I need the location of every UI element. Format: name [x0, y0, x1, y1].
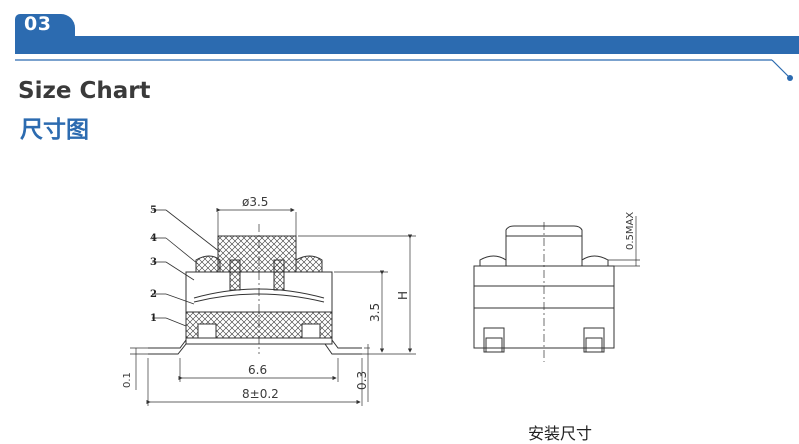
page-title-en: Size Chart [18, 78, 151, 104]
dim-6-6: 6.6 [248, 363, 267, 377]
front-view [473, 216, 640, 362]
dim-top-diameter: ø3.5 [242, 195, 268, 209]
callout-2: 2 [150, 289, 157, 300]
dim-h: H [396, 291, 410, 300]
technical-drawing: 5 4 3 2 1 ø3.5 H 3.5 6.6 8±0.2 0.3 0.1 [122, 195, 640, 406]
dim-tolerance: 0.1 [122, 372, 133, 388]
dim-0-5max: 0.5MAX [625, 212, 636, 250]
section-number: 03 [24, 13, 52, 35]
section-number-badge [15, 14, 75, 38]
callout-5: 5 [150, 205, 157, 216]
callout-3: 3 [150, 257, 157, 268]
side-view [148, 224, 362, 355]
page-title-cn: 尺寸图 [20, 117, 89, 143]
callout-4: 4 [150, 233, 157, 244]
dim-8: 8±0.2 [242, 387, 279, 401]
section-header-banner [15, 36, 799, 81]
install-dimension-caption: 安装尺寸 [528, 424, 593, 443]
dim-0-3: 0.3 [355, 371, 369, 390]
callout-1: 1 [150, 313, 157, 324]
dim-3-5: 3.5 [368, 303, 382, 322]
